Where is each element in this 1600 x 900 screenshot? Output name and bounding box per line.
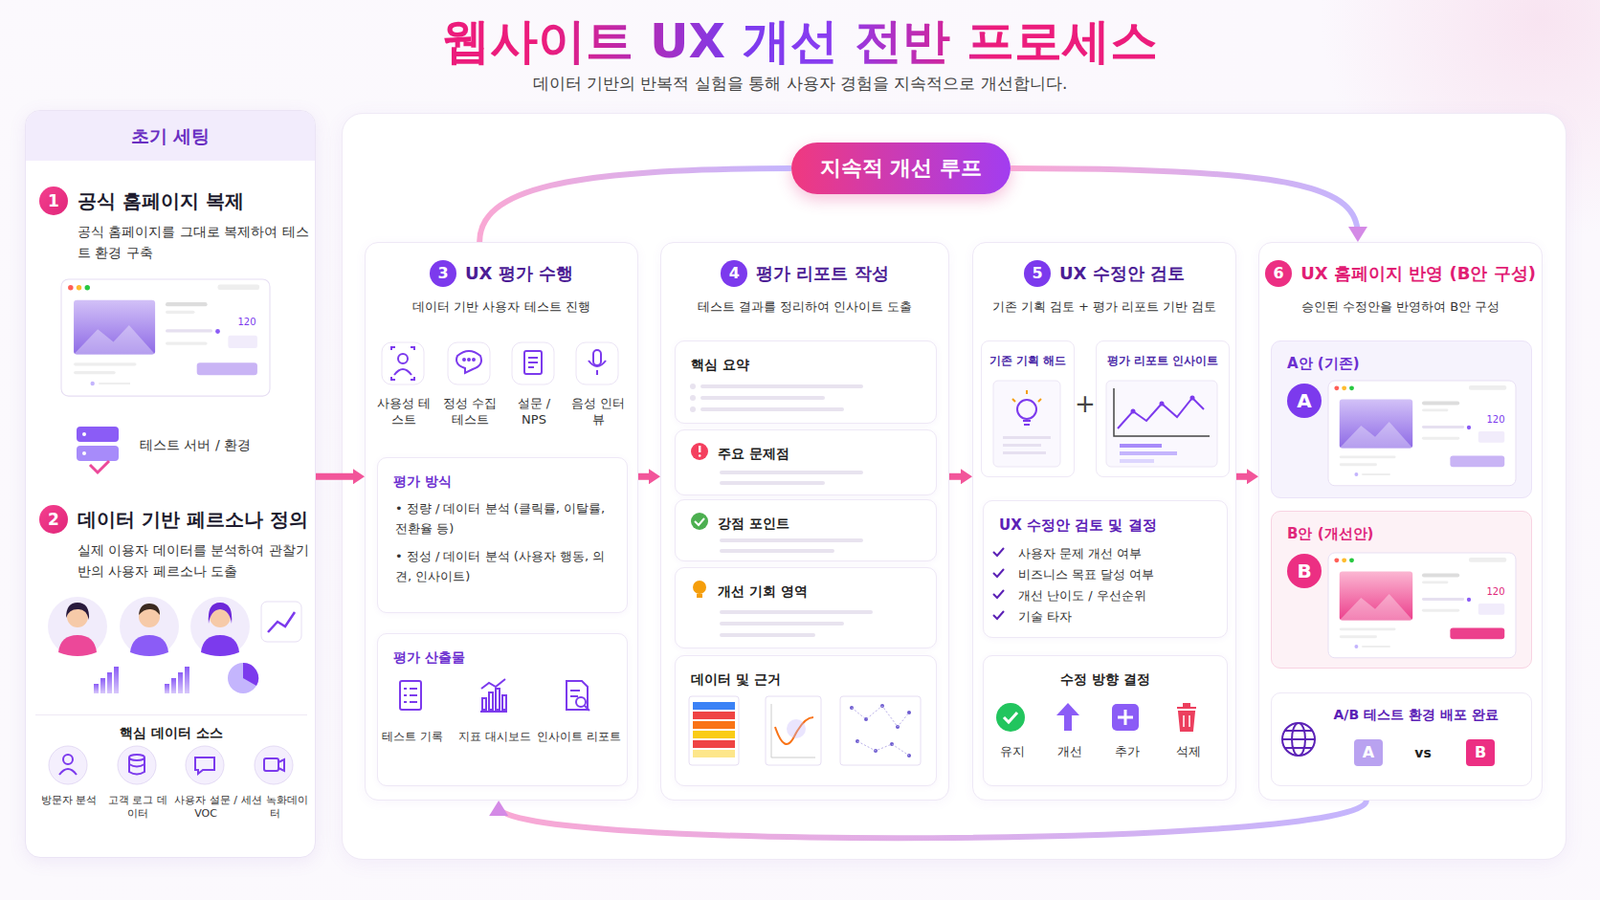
panel-heading: 초기 세팅 [25, 111, 315, 161]
label-text: 고객 로그 데이터 [103, 794, 173, 823]
variant-heading: B안 (개선안) [1271, 511, 1532, 544]
heading-row: 3 UX 평가 수행 [365, 260, 638, 288]
label-text: + [1074, 388, 1096, 422]
label-text: 추가 [1100, 744, 1155, 761]
heading-row: 4 평가 리포트 작성 [661, 260, 949, 288]
sub-box: UX 수정안 검토 및 결정사용자 문제 개선 여부비즈니스 목표 달성 여부개… [982, 500, 1228, 639]
flow-arrow [315, 473, 359, 481]
heading-row: 6 UX 홈페이지 반영 (B안 구성) [1259, 260, 1542, 288]
sub-box: 주요 문제점 [674, 429, 937, 496]
label-text: 120 [232, 315, 262, 329]
box-heading: 데이터 및 근거 [675, 656, 936, 689]
card-heading: 평가 리포트 인사이트 [1096, 341, 1229, 370]
variant-badge: A [1287, 383, 1322, 419]
column-heading: 평가 리포트 작성 [755, 262, 889, 286]
variant-chip: vs [1408, 739, 1438, 767]
column-heading: UX 수정안 검토 [1059, 262, 1185, 286]
variant-chip: B [1466, 739, 1495, 767]
step-heading: 공식 홈페이지 복제 [77, 186, 312, 216]
step-body: 실제 이용자 데이터를 분석하여 관찰기반의 사용자 페르소나 도출 [77, 539, 312, 582]
step-heading: 데이터 기반 페르소나 정의 [77, 505, 312, 534]
sub-box: 평가 방식 • 정량 / 데이터 분석 (클릭률, 이탈률, 전환율 등) • 정성… [377, 457, 628, 614]
box-heading: UX 수정안 검토 및 결정 [983, 501, 1227, 536]
loop-label: 지속적 개선 루프 [820, 154, 982, 183]
loop-arrow [498, 800, 1367, 839]
box-heading: 수정 방향 결정 [983, 656, 1227, 689]
step-box: 1 공식 홈페이지 복제공식 홈페이지를 그대로 복제하여 테스트 환경 구축 [39, 186, 312, 283]
label-text: 인사이트 리포트 [534, 730, 623, 746]
box-heading: 평가 산출물 [377, 634, 627, 667]
box-heading: 강점 포인트 [675, 500, 936, 534]
pill-box: 지속적 개선 루프 [791, 142, 1011, 195]
step-number: 3 [429, 260, 457, 288]
section-heading: 핵심 데이터 소스 [35, 715, 308, 743]
label-text: 사용성 테스트 [374, 396, 434, 429]
step-number: 2 [39, 505, 68, 534]
box-heading: 평가 방식 [377, 458, 627, 491]
label-text: 음성 인터뷰 [568, 396, 628, 429]
list-item: 기술 타자 [983, 606, 1227, 628]
box-heading: 주요 문제점 [675, 430, 936, 464]
label-text: 세션 녹화데이터 [240, 794, 310, 823]
step-number: 5 [1023, 260, 1051, 288]
page-caption: 데이터 기반의 반복적 실험을 통해 사용자 경험을 지속적으로 개선합니다. [0, 72, 1600, 95]
step-box: 2 데이터 기반 페르소나 정의실제 이용자 데이터를 분석하여 관찰기반의 사용… [39, 505, 312, 592]
label-text: 테스트 서버 / 환경 [139, 436, 303, 454]
label-text: 석제 [1161, 744, 1216, 761]
label-text: 유지 [985, 744, 1040, 761]
label-text: 방문자 분석 [34, 794, 104, 808]
label-text: 120 [1481, 413, 1511, 426]
deploy-heading: A/B 테스트 환경 배포 완료 [1271, 693, 1532, 725]
column-heading: UX 홈페이지 반영 (B안 구성) [1300, 262, 1536, 286]
label-text: 120 [1481, 585, 1511, 599]
label-text: 테스트 기록 [368, 730, 457, 746]
heading-row: 5 UX 수정안 검토 [973, 260, 1236, 288]
list-item: 개선 난이도 / 우선순위 [983, 585, 1227, 607]
column-subtitle: 데이터 기반 사용자 테스트 진행 [365, 298, 638, 316]
step-number: 6 [1265, 260, 1292, 288]
column-subtitle: 승인된 수정안을 반영하여 B안 구성 [1259, 298, 1542, 316]
step-number: 4 [720, 260, 748, 288]
flow-arrow [1236, 473, 1253, 481]
step-body: 공식 홈페이지를 그대로 복제하여 테스트 환경 구축 [77, 221, 312, 264]
list-item: 비즈니스 목표 달성 여부 [983, 564, 1227, 586]
col-box: 6 UX 홈페이지 반영 (B안 구성) 승인된 수정안을 반영하여 B안 구성 A안… [1258, 242, 1543, 801]
step-number: 1 [39, 186, 68, 216]
loop-arrow [479, 168, 792, 243]
label-text: 개선 [1043, 744, 1097, 761]
list-item: 사용자 문제 개선 여부 [983, 543, 1227, 565]
label-text: 정성 수집 테스트 [440, 396, 500, 429]
box-heading: 개선 기회 영역 [675, 568, 936, 601]
list-item: • 정성 / 데이터 분석 (사용자 행동, 의견, 인사이트) [377, 546, 627, 587]
loop-arrow [1010, 168, 1358, 236]
label-text: 지표 대시보드 [450, 730, 539, 746]
variant-heading: A안 (기존) [1271, 341, 1532, 374]
label-text: 사용자 설문 / VOC [171, 794, 241, 823]
list-item: • 정량 / 데이터 분석 (클릭률, 이탈률, 전환율 등) [377, 498, 627, 539]
column-subtitle: 기존 기획 검토 + 평가 리포트 기반 검토 [973, 298, 1236, 316]
col-box: 3 UX 평가 수행데이터 기반 사용자 테스트 진행평가 방식 • 정량 / 데이… [364, 242, 639, 801]
variant-badge: B [1287, 554, 1322, 589]
column-subtitle: 테스트 결과를 정리하여 인사이트 도출 [661, 298, 949, 316]
column-heading: UX 평가 수행 [465, 262, 574, 286]
box-heading: 핵심 요약 [675, 341, 936, 375]
variant-chip: A [1354, 739, 1383, 767]
flow-arrow [949, 473, 967, 481]
label-text: 설문 / NPS [504, 396, 564, 429]
flow-arrow [638, 473, 655, 481]
page-title: 웹사이트 UX 개선 전반 프로세스 [0, 11, 1600, 71]
card-heading: 기존 기획 해드 [981, 341, 1074, 370]
